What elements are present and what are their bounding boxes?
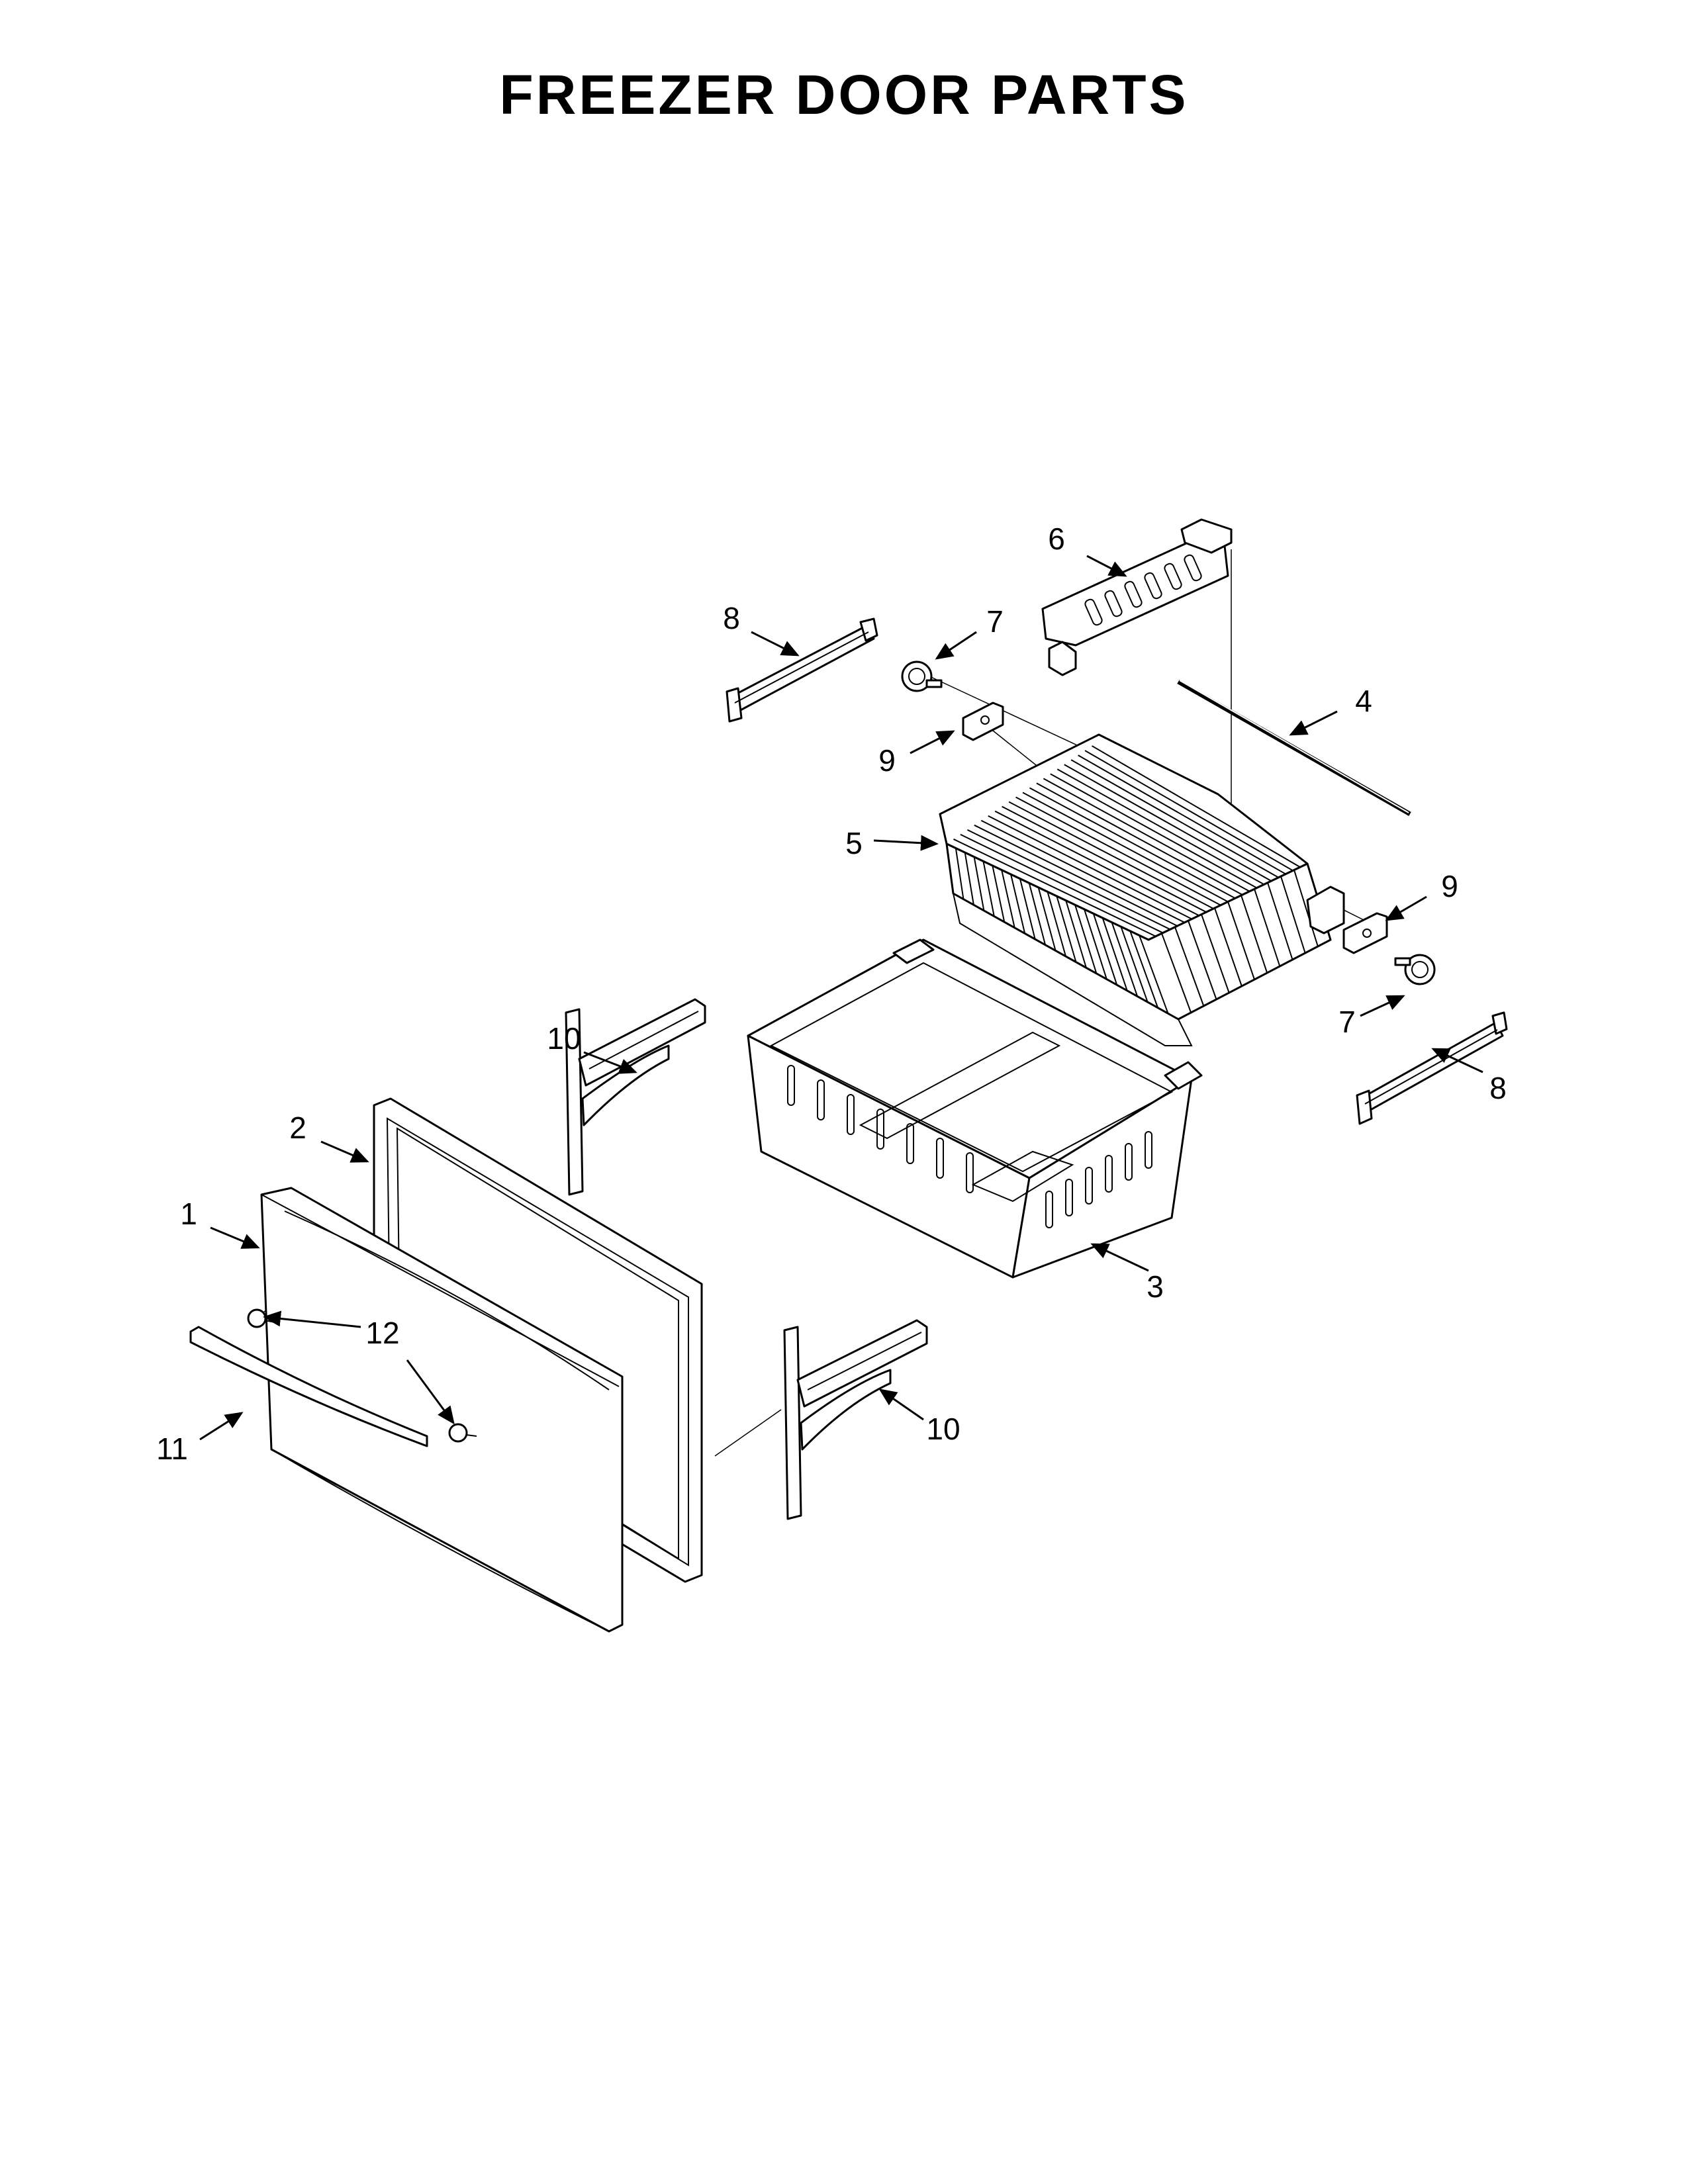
callout-12: 12 bbox=[365, 1316, 399, 1350]
part-8-slide-rail-left bbox=[726, 617, 878, 723]
callout-8-lower: 8 bbox=[1489, 1071, 1507, 1105]
part-7-gear-lower bbox=[1394, 954, 1436, 985]
part-3-drawer-bin bbox=[747, 938, 1203, 1279]
callout-1: 1 bbox=[180, 1197, 197, 1231]
page-title: FREEZER DOOR PARTS bbox=[499, 64, 1189, 126]
callout-10-upper: 10 bbox=[547, 1021, 581, 1056]
callout-labels: 6 8 7 4 9 5 9 7 8 10 3 2 1 12 10 11 bbox=[156, 522, 1507, 1466]
part-5-wire-basket bbox=[939, 733, 1345, 1046]
part-9-bracket-lower bbox=[1342, 912, 1388, 954]
callout-10-lower: 10 bbox=[926, 1412, 960, 1446]
callout-4: 4 bbox=[1355, 684, 1372, 718]
part-8-slide-rail-right bbox=[1356, 1011, 1508, 1125]
callout-6: 6 bbox=[1048, 522, 1065, 556]
callout-5: 5 bbox=[845, 826, 863, 860]
callout-7-upper: 7 bbox=[986, 604, 1004, 639]
callout-8-upper: 8 bbox=[723, 601, 740, 635]
callout-7-lower: 7 bbox=[1338, 1005, 1356, 1039]
part-7-gear-upper bbox=[901, 660, 943, 692]
part-10-slide-bracket-lower bbox=[783, 1319, 928, 1520]
part-6-rail bbox=[1041, 518, 1233, 676]
part-10-slide-bracket-upper bbox=[565, 998, 706, 1196]
callout-3: 3 bbox=[1147, 1269, 1164, 1304]
callout-11: 11 bbox=[156, 1432, 188, 1466]
part-4-rod bbox=[1177, 679, 1411, 817]
callout-9-lower: 9 bbox=[1441, 869, 1458, 903]
part-9-bracket-upper bbox=[962, 702, 1004, 741]
callout-2: 2 bbox=[289, 1111, 306, 1145]
part-11-handle bbox=[189, 1326, 428, 1447]
callout-arrows bbox=[199, 555, 1483, 1441]
callout-9-upper: 9 bbox=[878, 743, 896, 778]
